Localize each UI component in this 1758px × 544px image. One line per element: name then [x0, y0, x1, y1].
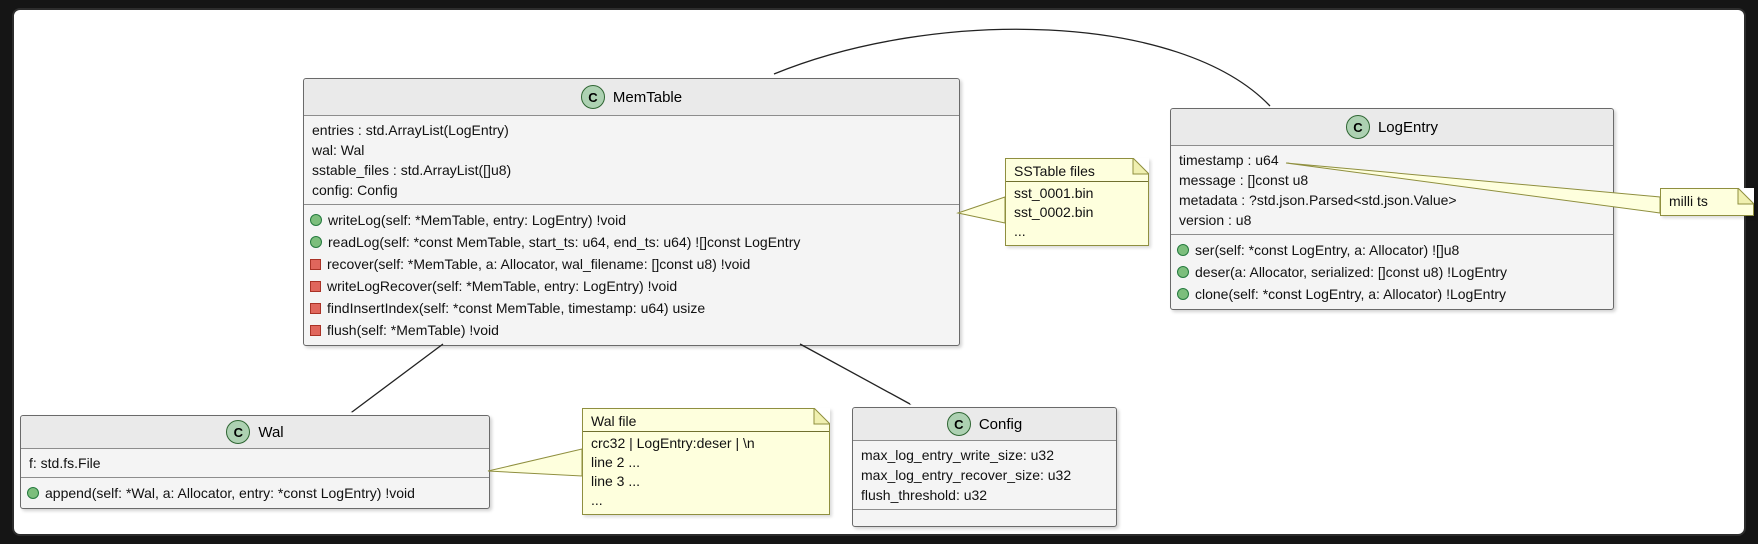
note-fold-icon [1737, 188, 1754, 205]
attribute-row: wal: Wal [312, 142, 365, 158]
attribute-row: f: std.fs.File [29, 455, 101, 471]
logentry-methods-compartment: ser(self: *const LogEntry, a: Allocator)… [1171, 235, 1613, 309]
attribute-row: sstable_files : std.ArrayList([]u8) [312, 162, 512, 178]
note-fold-icon [813, 408, 830, 425]
public-member-icon [310, 236, 322, 248]
note-sstable-files: SSTable files sst_0001.bin sst_0002.bin..… [1005, 158, 1149, 246]
note-fold-icon [1132, 158, 1149, 175]
method-row: readLog(self: *const MemTable, start_ts:… [310, 231, 953, 253]
private-member-icon [310, 258, 321, 270]
wal-methods-compartment: append(self: *Wal, a: Allocator, entry: … [21, 478, 489, 508]
note-title: SSTable files [1006, 162, 1148, 182]
attribute-row: message : []const u8 [1179, 172, 1309, 188]
note-body: sst_0001.bin sst_0002.bin... [1014, 184, 1140, 241]
class-icon: C [1345, 115, 1370, 139]
note-milli-ts: milli ts [1660, 188, 1754, 216]
method-row: findInsertIndex(self: *const MemTable, t… [310, 297, 953, 319]
method-row: flush(self: *MemTable) !void [310, 319, 953, 341]
public-member-icon [1177, 266, 1189, 278]
note-line: line 2 ... [591, 454, 641, 470]
note-line: sst_0002.bin [1014, 204, 1094, 220]
public-member-icon [310, 214, 322, 226]
method-row: ser(self: *const LogEntry, a: Allocator)… [1177, 239, 1607, 261]
logentry-attributes-compartment: timestamp : u64 message : []const u8 metad… [1171, 146, 1613, 235]
note-line: ... [1014, 223, 1026, 239]
method-row: writeLogRecover(self: *MemTable, entry: … [310, 275, 953, 297]
private-member-icon [310, 302, 321, 314]
attribute-row: version : u8 [1179, 212, 1252, 228]
attribute-row: max_log_entry_recover_size: u32 [861, 467, 1072, 483]
class-logentry-title: LogEntry [1377, 118, 1439, 136]
attribute-row: max_log_entry_write_size: u32 [861, 447, 1054, 463]
private-member-icon [310, 324, 321, 336]
note-line: milli ts [1669, 193, 1708, 209]
class-icon: C [226, 420, 251, 444]
attribute-row: config: Config [312, 182, 398, 198]
attribute-row: timestamp : u64 [1179, 152, 1279, 168]
public-member-icon [1177, 288, 1189, 300]
class-icon: C [946, 412, 971, 436]
public-member-icon [27, 487, 39, 499]
note-body: crc32 | LogEntry:deser | \n line 2 ... lin… [591, 434, 821, 510]
note-line: line 3 ... [591, 473, 641, 489]
class-config-title: Config [978, 415, 1023, 433]
class-memtable-header: C MemTable [304, 79, 959, 116]
class-config-header: C Config [853, 408, 1116, 441]
class-memtable: C MemTable entries : std.ArrayList(LogEn… [303, 78, 960, 346]
class-icon: C [580, 85, 605, 109]
method-row: deser(a: Allocator, serialized: []const … [1177, 261, 1607, 283]
note-line: ... [591, 492, 603, 508]
private-member-icon [310, 280, 321, 292]
class-memtable-title: MemTable [612, 88, 683, 106]
memtable-methods-compartment: writeLog(self: *MemTable, entry: LogEntr… [304, 205, 959, 345]
attribute-row: entries : std.ArrayList(LogEntry) [312, 122, 509, 138]
note-line: sst_0001.bin [1014, 185, 1094, 201]
class-wal-header: C Wal [21, 416, 489, 449]
public-member-icon [1177, 244, 1189, 256]
class-wal: C Wal f: std.fs.File append(self: *Wal, … [20, 415, 490, 509]
class-logentry: C LogEntry timestamp : u64 message : []co… [1170, 108, 1614, 310]
method-row: clone(self: *const LogEntry, a: Allocato… [1177, 283, 1607, 305]
wal-attributes-compartment: f: std.fs.File [21, 449, 489, 478]
class-wal-title: Wal [258, 423, 284, 441]
config-attributes-compartment: max_log_entry_write_size: u32 max_log_ent… [853, 441, 1116, 510]
note-line: crc32 | LogEntry:deser | \n [591, 435, 755, 451]
note-title: Wal file [583, 412, 829, 432]
method-row: append(self: *Wal, a: Allocator, entry: … [27, 482, 483, 504]
class-logentry-header: C LogEntry [1171, 109, 1613, 146]
config-methods-compartment [853, 510, 1116, 526]
method-row: writeLog(self: *MemTable, entry: LogEntr… [310, 209, 953, 231]
attribute-row: metadata : ?std.json.Parsed<std.json.Val… [1179, 192, 1457, 208]
note-wal-file: Wal file crc32 | LogEntry:deser | \n line… [582, 408, 830, 515]
attribute-row: flush_threshold: u32 [861, 487, 988, 503]
memtable-attributes-compartment: entries : std.ArrayList(LogEntry) wal: Wa… [304, 116, 959, 205]
method-row: recover(self: *MemTable, a: Allocator, w… [310, 253, 953, 275]
